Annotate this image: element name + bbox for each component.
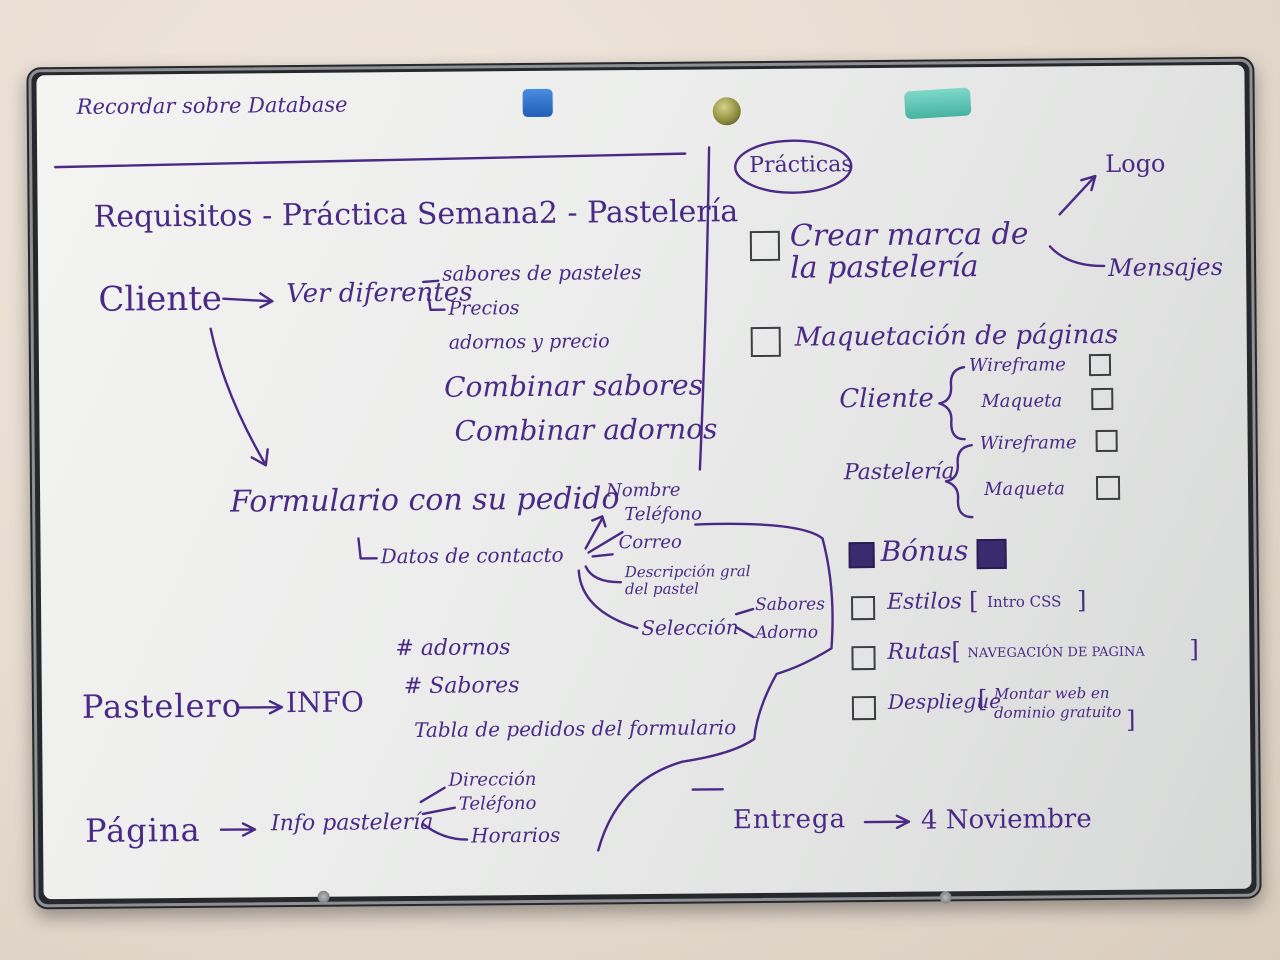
form-telefono: Teléfono [624, 503, 702, 526]
entrega-label: Entrega [732, 804, 847, 836]
pagina-label: Página [84, 810, 201, 850]
nombre: Nombre [605, 479, 681, 502]
mensajes-label: Mensajes [1108, 252, 1224, 282]
pastelero-info: INFO [285, 685, 364, 720]
checkbox-marca[interactable] [749, 230, 781, 262]
whiteboard: Recordar sobre Database Requisitos - Prá… [26, 56, 1262, 910]
despliegue-bracket-close: ] [1125, 705, 1136, 734]
requisitos-title: Requisitos - Práctica Semana2 - Pasteler… [93, 194, 739, 235]
tray-screw-left [317, 890, 330, 903]
bonus-label: Bónus [880, 534, 969, 568]
seleccion-adorno: Adorno [755, 622, 819, 644]
checkbox-pasteleria-wireframe[interactable] [1095, 429, 1118, 453]
maq-pasteleria: Pastelería [843, 459, 955, 486]
cliente-label: Cliente [98, 278, 223, 320]
whiteboard-surface: Recordar sobre Database Requisitos - Prá… [36, 64, 1252, 900]
pasteleria-maqueta: Maqueta [983, 478, 1066, 501]
checkbox-cliente-wireframe[interactable] [1088, 353, 1112, 377]
combinar-adornos: Combinar adornos [454, 412, 718, 448]
maq-cliente: Cliente [839, 383, 934, 415]
combinar-sabores: Combinar sabores [444, 368, 704, 404]
practicas-title: Prácticas [749, 152, 853, 179]
cliente-maqueta: Maqueta [981, 390, 1063, 413]
checkbox-bonus-right[interactable] [976, 538, 1007, 570]
cliente-wireframe: Wireframe [968, 354, 1066, 377]
checkbox-maquetacion[interactable] [750, 326, 781, 358]
blue-magnet [522, 88, 553, 118]
estilos-bracket-close: ] [1076, 586, 1087, 615]
despliegue-bracket-open: [ [977, 685, 988, 714]
checkbox-cliente-maqueta[interactable] [1091, 387, 1114, 411]
checkbox-rutas[interactable] [851, 645, 876, 671]
checkbox-pasteleria-maqueta[interactable] [1095, 475, 1121, 501]
datos-contacto: Datos de contacto [380, 542, 564, 569]
sabores-pasteles: sabores de pasteles [442, 260, 642, 286]
crear-marca: Crear marca de la pastelería [789, 216, 1029, 286]
pagina-direccion: Dirección [448, 768, 537, 791]
estilos-bracket-open: [ [968, 587, 979, 616]
gold-magnet [712, 97, 741, 126]
estilos-label: Estilos [886, 589, 962, 615]
seleccion-sabores: Sabores [754, 594, 825, 616]
despliegue-note: Montar web en dominio gratuito [993, 683, 1122, 722]
entrega-fecha: 4 Noviembre [920, 804, 1092, 836]
descripcion-pastel: Descripción gral del pastel [624, 562, 751, 598]
checkbox-despliegue[interactable] [851, 695, 877, 721]
pagina-telefono: Teléfono [458, 792, 537, 815]
rutas-note: NAVEGACIÓN DE PAGINA [967, 644, 1145, 662]
tabla-pedidos: Tabla de pedidos del formulario [414, 715, 737, 743]
checkbox-bonus-left[interactable] [848, 541, 875, 569]
header-note: Recordar sobre Database [76, 92, 348, 119]
pagina-horarios: Horarios [470, 822, 561, 848]
logo-label: Logo [1105, 149, 1166, 178]
adornos-precio: adornos y precio [448, 330, 610, 354]
rutas-bracket-close: ] [1189, 635, 1199, 664]
seleccion: Selección [641, 615, 739, 641]
ink-strokes [54, 139, 1106, 852]
maquetacion-label: Maquetación de páginas [794, 319, 1119, 353]
info-pasteleria: Info pastelería [270, 809, 434, 837]
precios: Precios [448, 297, 520, 320]
checkbox-estilos[interactable] [850, 595, 876, 621]
pastelero-adornos: # adornos [395, 635, 511, 662]
estilos-note: Intro CSS [986, 592, 1062, 612]
rutas-bracket-open: [ [951, 637, 961, 666]
rutas-label: Rutas [887, 639, 952, 665]
tray-screw-right [939, 891, 952, 904]
formulario-label: Formulario con su pedido [229, 481, 620, 520]
pastelero-sabores: # Sabores [403, 673, 520, 700]
correo: Correo [618, 531, 682, 554]
pasteleria-wireframe: Wireframe [979, 432, 1077, 455]
pastelero-label: Pastelero [81, 686, 243, 726]
eraser-magnet [903, 87, 972, 120]
